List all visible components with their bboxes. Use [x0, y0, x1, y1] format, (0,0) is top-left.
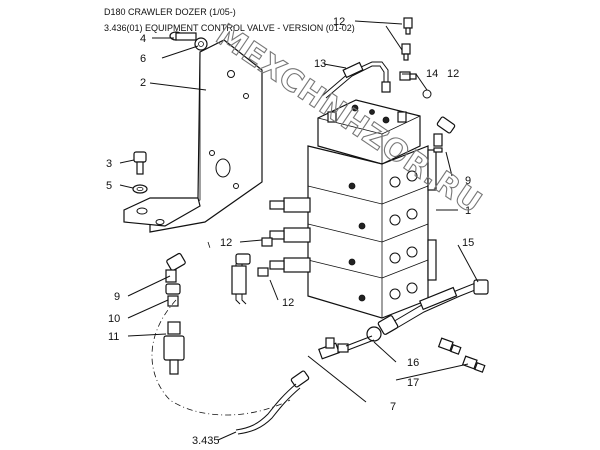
tee-fitting [290, 335, 375, 388]
hose-13 [321, 61, 391, 99]
callout-5: 5 [106, 180, 112, 192]
callout-3435: 3.435 [192, 435, 220, 447]
callout-12-center: 12 [220, 237, 232, 249]
callout-12-top: 12 [333, 16, 345, 28]
hose-center-left [231, 237, 273, 305]
fittings-top-right [399, 17, 432, 99]
callout-10: 10 [108, 313, 120, 325]
callout-16: 16 [407, 357, 419, 369]
callout-4: 4 [140, 33, 146, 45]
model-title: D180 CRAWLER DOZER (1/05-) [104, 7, 236, 17]
bolt-top [169, 31, 208, 51]
callout-14: 14 [426, 68, 438, 80]
callout-1: 1 [465, 205, 471, 217]
callout-9-left: 9 [114, 291, 120, 303]
callout-9-right: 9 [465, 175, 471, 187]
hose-15 [366, 279, 489, 342]
section-title: 3.436(01) EQUIPMENT CONTROL VALVE - VERS… [104, 23, 355, 33]
control-valve [269, 99, 437, 319]
mounting-bracket [123, 39, 263, 233]
callout-17: 17 [407, 377, 419, 389]
fittings-left [163, 252, 186, 375]
callouts: 4 6 2 3 5 12 13 14 12 9 1 15 12 12 9 10 … [106, 16, 474, 447]
callout-6: 6 [140, 53, 146, 65]
callout-13: 13 [314, 58, 326, 70]
callout-7: 7 [390, 401, 396, 413]
callout-15: 15 [462, 237, 474, 249]
callout-11: 11 [108, 331, 119, 343]
drawing-header: D180 CRAWLER DOZER (1/05-) 3.436(01) EQU… [104, 4, 355, 36]
bolt-left [132, 151, 148, 194]
callout-2: 2 [140, 77, 146, 89]
callout-12-right: 12 [447, 68, 459, 80]
leader-lines [119, 20, 479, 441]
callout-12-bottom: 12 [282, 297, 294, 309]
elbow-right [433, 116, 456, 153]
callout-3: 3 [106, 158, 112, 170]
fittings-bottom-right [437, 337, 486, 373]
